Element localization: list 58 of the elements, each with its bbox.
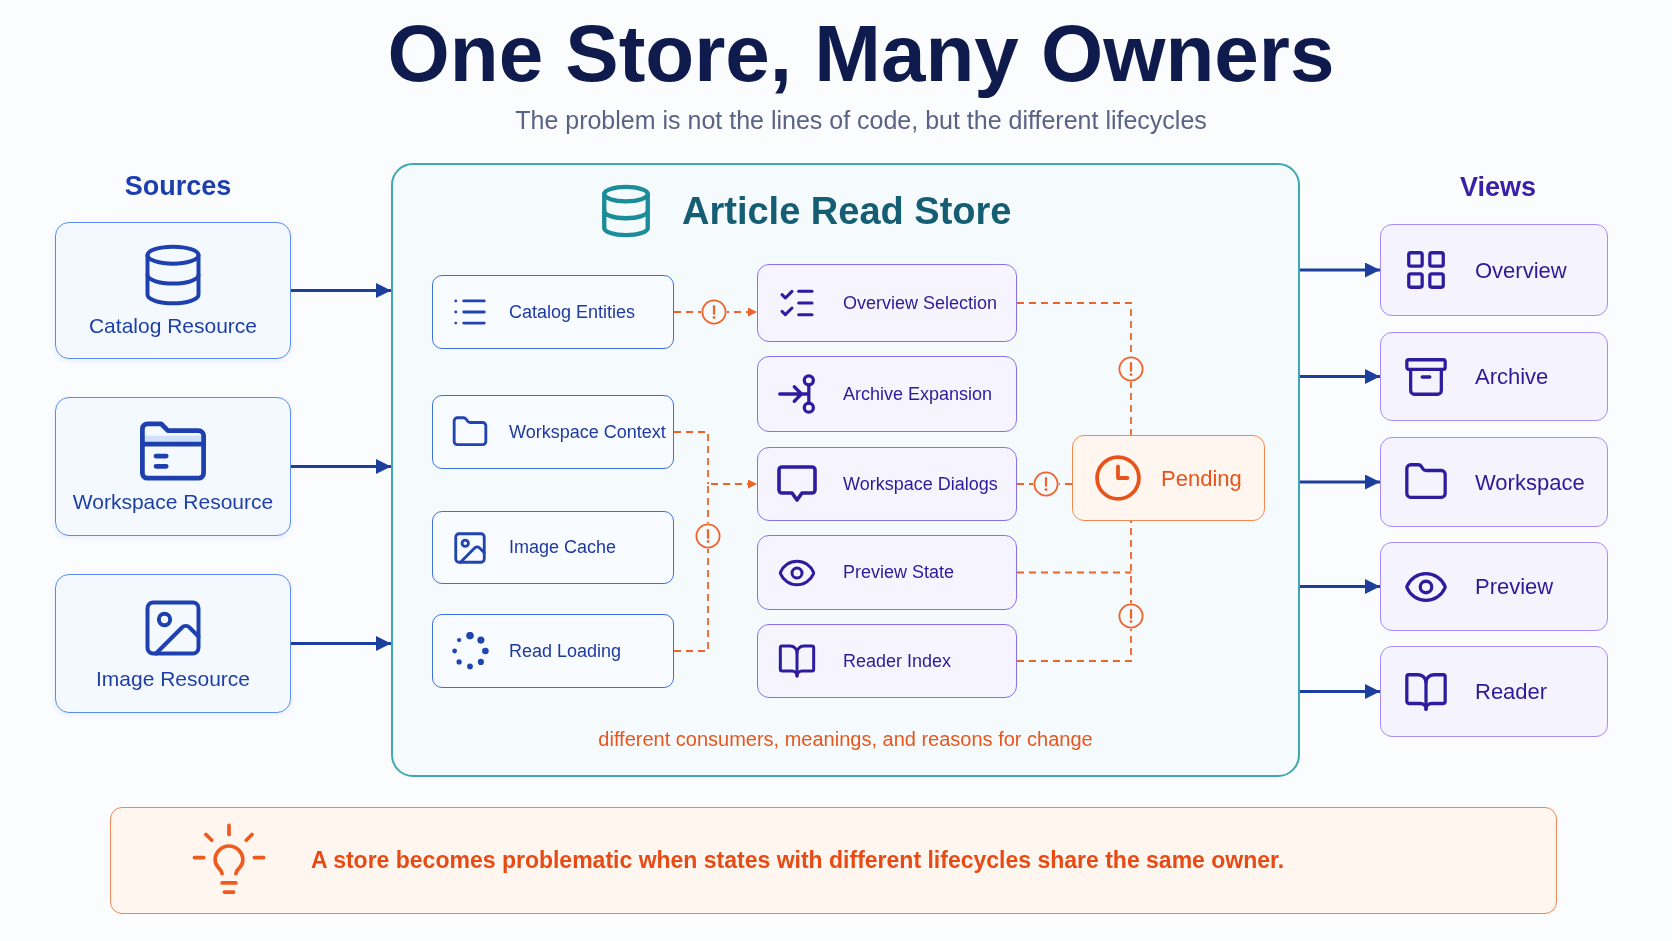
state-box <box>432 395 674 469</box>
node-label: Read Loading <box>509 639 622 663</box>
source-box <box>55 574 291 713</box>
column-heading: Sources <box>124 170 232 203</box>
node-label: Reader <box>1475 678 1548 706</box>
state-box <box>757 356 1017 432</box>
dashed-arrow <box>673 431 758 652</box>
node-label: Reader Index <box>843 649 952 673</box>
state-box <box>432 275 674 349</box>
node-label: Overview <box>1475 256 1567 285</box>
store-container <box>391 163 1300 777</box>
node-label: Catalog Entities <box>509 300 636 324</box>
store-note: different consumers, meanings, and reasons for change <box>598 727 1093 752</box>
column-heading: Views <box>1459 171 1537 204</box>
view-box <box>1380 542 1608 631</box>
arrow <box>291 459 391 474</box>
dashed-line <box>1016 302 1144 436</box>
arrow <box>1300 579 1380 594</box>
node-label: Overview Selection <box>843 291 998 315</box>
state-box <box>757 624 1017 698</box>
dashed-line <box>1016 471 1073 497</box>
node-label: Preview State <box>843 561 955 584</box>
view-box <box>1380 646 1608 737</box>
arrow <box>1300 474 1380 490</box>
node-label: Image Resource <box>95 666 251 693</box>
view-box <box>1380 224 1608 316</box>
node-label: Workspace <box>1475 468 1585 497</box>
node-label: Archive <box>1475 363 1549 391</box>
node-label: Workspace Context <box>509 420 666 444</box>
arrow <box>1300 684 1380 699</box>
state-box <box>757 447 1017 521</box>
node-label: Preview <box>1475 573 1554 601</box>
state-box <box>757 535 1017 610</box>
dashed-line <box>1016 520 1144 662</box>
dashed-arrow <box>673 299 758 325</box>
arrow <box>291 283 391 298</box>
state-box <box>432 511 674 584</box>
title: One Store, Many Owners <box>387 12 1335 96</box>
arrow <box>1300 369 1380 384</box>
state-box <box>432 614 674 688</box>
node-label: A store becomes problematic when states with different lifecycles share the same owner. <box>311 846 1285 876</box>
source-box <box>55 222 291 359</box>
node-label: Workspace Resource <box>72 489 274 516</box>
subtitle: The problem is not the lines of code, but the different lifecycles <box>515 105 1207 136</box>
view-box <box>1380 332 1608 421</box>
note-banner <box>110 807 1557 914</box>
arrow <box>1300 262 1380 278</box>
node-label: Archive Expansion <box>843 382 993 406</box>
state-box <box>757 264 1017 342</box>
pending-box <box>1072 435 1265 521</box>
store-title: Article Read Store <box>682 189 1012 234</box>
node-label: Image Cache <box>509 536 617 559</box>
node-label: Catalog Resource <box>88 313 258 340</box>
source-box <box>55 397 291 536</box>
arrow <box>291 636 391 651</box>
node-label: Pending <box>1161 464 1242 493</box>
node-label: Workspace Dialogs <box>843 472 998 496</box>
view-box <box>1380 437 1608 527</box>
